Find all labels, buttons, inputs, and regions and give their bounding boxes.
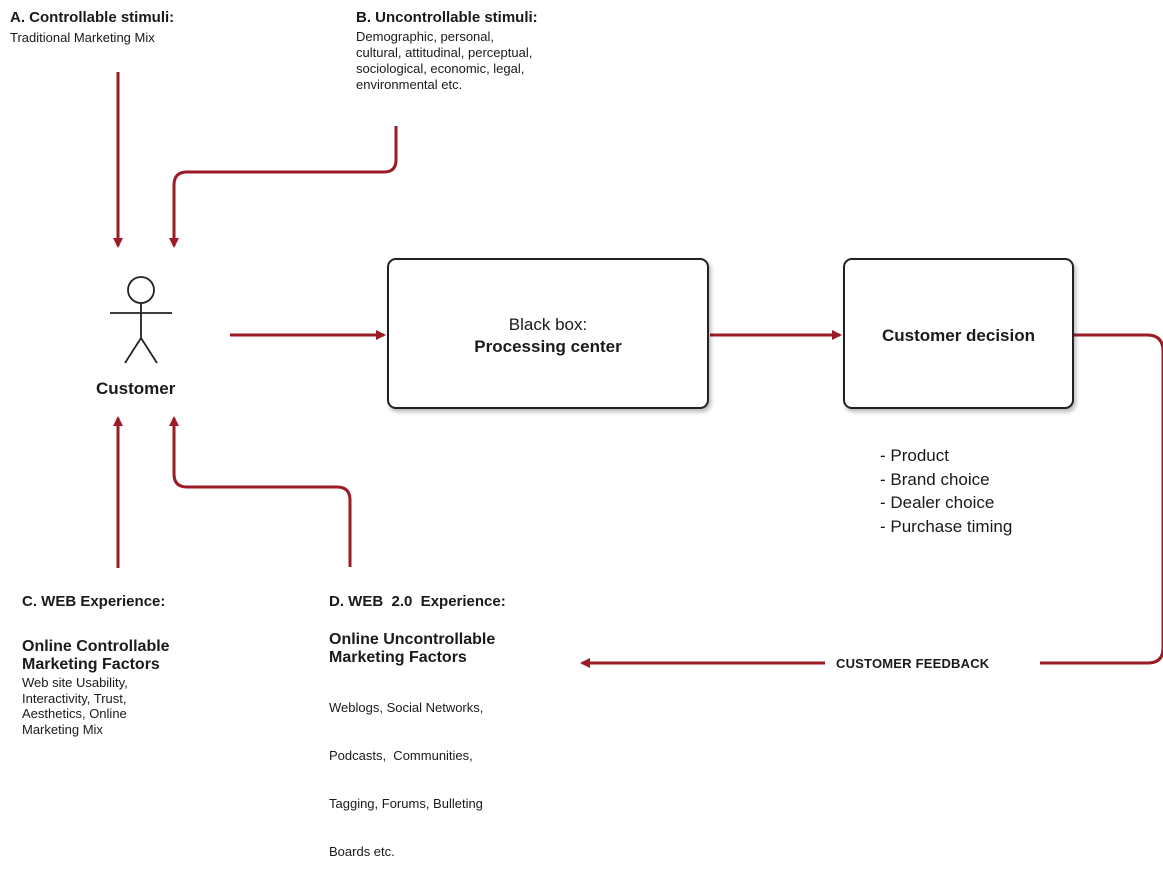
arrow-web-d-to-customer: [169, 416, 352, 567]
online-uncontrollable-line: Tagging, Forums, Bulleting: [329, 796, 483, 811]
online-controllable-line: Aesthetics, Online: [22, 706, 127, 721]
online-controllable-subtitle-line: Online Controllable: [22, 638, 170, 655]
controllable-stimuli-text: Traditional Marketing Mix: [10, 30, 155, 45]
online-uncontrollable-line: Podcasts, Communities,: [329, 748, 473, 763]
processing-center-label: Processing center: [474, 337, 622, 356]
online-controllable-subtitle-line: Marketing Factors: [22, 656, 160, 673]
arrow-uncontrollable-to-customer: [169, 126, 398, 248]
decision-option: - Product: [880, 446, 949, 465]
customer-decision-node: Customer decision: [843, 258, 1074, 409]
customer-feedback-label: CUSTOMER FEEDBACK: [836, 656, 990, 671]
online-controllable-text: Web site Usability, Interactivity, Trust…: [22, 675, 128, 737]
web-2-experience-title: D. WEB 2.0 Experience:: [329, 593, 506, 610]
online-uncontrollable-text: Weblogs, Social Networks, Podcasts, Comm…: [329, 668, 483, 876]
uncontrollable-stimuli-line: cultural, attitudinal, perceptual,: [356, 45, 533, 60]
online-uncontrollable-subtitle: Online Uncontrollable Marketing Factors: [329, 631, 495, 667]
online-uncontrollable-line: Boards etc.: [329, 844, 395, 859]
online-uncontrollable-line: Weblogs, Social Networks,: [329, 700, 484, 715]
online-uncontrollable-subtitle-line: Online Uncontrollable: [329, 631, 496, 648]
black-box-node: Black box: Processing center: [387, 258, 709, 409]
black-box-label: Black box:: [508, 315, 588, 334]
decision-options-list: - Product - Brand choice - Dealer choice…: [880, 444, 1012, 538]
online-controllable-line: Marketing Mix: [22, 721, 103, 737]
uncontrollable-stimuli-line: sociological, economic, legal,: [356, 61, 525, 76]
online-controllable-subtitle: Online Controllable Marketing Factors: [22, 638, 170, 674]
online-controllable-line: Web site Usability,: [22, 675, 128, 690]
online-uncontrollable-subtitle-line: Marketing Factors: [329, 649, 467, 666]
web-experience-title: C. WEB Experience:: [22, 593, 166, 610]
decision-option: - Dealer choice: [880, 493, 995, 512]
decision-option: - Purchase timing: [880, 516, 1013, 536]
online-controllable-line: Interactivity, Trust,: [22, 690, 127, 706]
controllable-stimuli-title: A. Controllable stimuli:: [10, 9, 175, 26]
decision-option: - Brand choice: [880, 469, 990, 489]
connector-arrows: [110, 72, 1163, 668]
uncontrollable-stimuli-line: environmental etc.: [356, 77, 463, 92]
uncontrollable-stimuli-text: Demographic, personal, cultural, attitud…: [356, 29, 532, 93]
customer-figure-icon: [110, 276, 172, 364]
uncontrollable-stimuli-title: B. Uncontrollable stimuli:: [356, 9, 538, 26]
customer-label: Customer: [96, 379, 176, 398]
customer-decision-label: Customer decision: [881, 326, 1036, 345]
uncontrollable-stimuli-line: Demographic, personal,: [356, 29, 495, 44]
arrow-decision-feedback-loop: [1040, 333, 1163, 665]
